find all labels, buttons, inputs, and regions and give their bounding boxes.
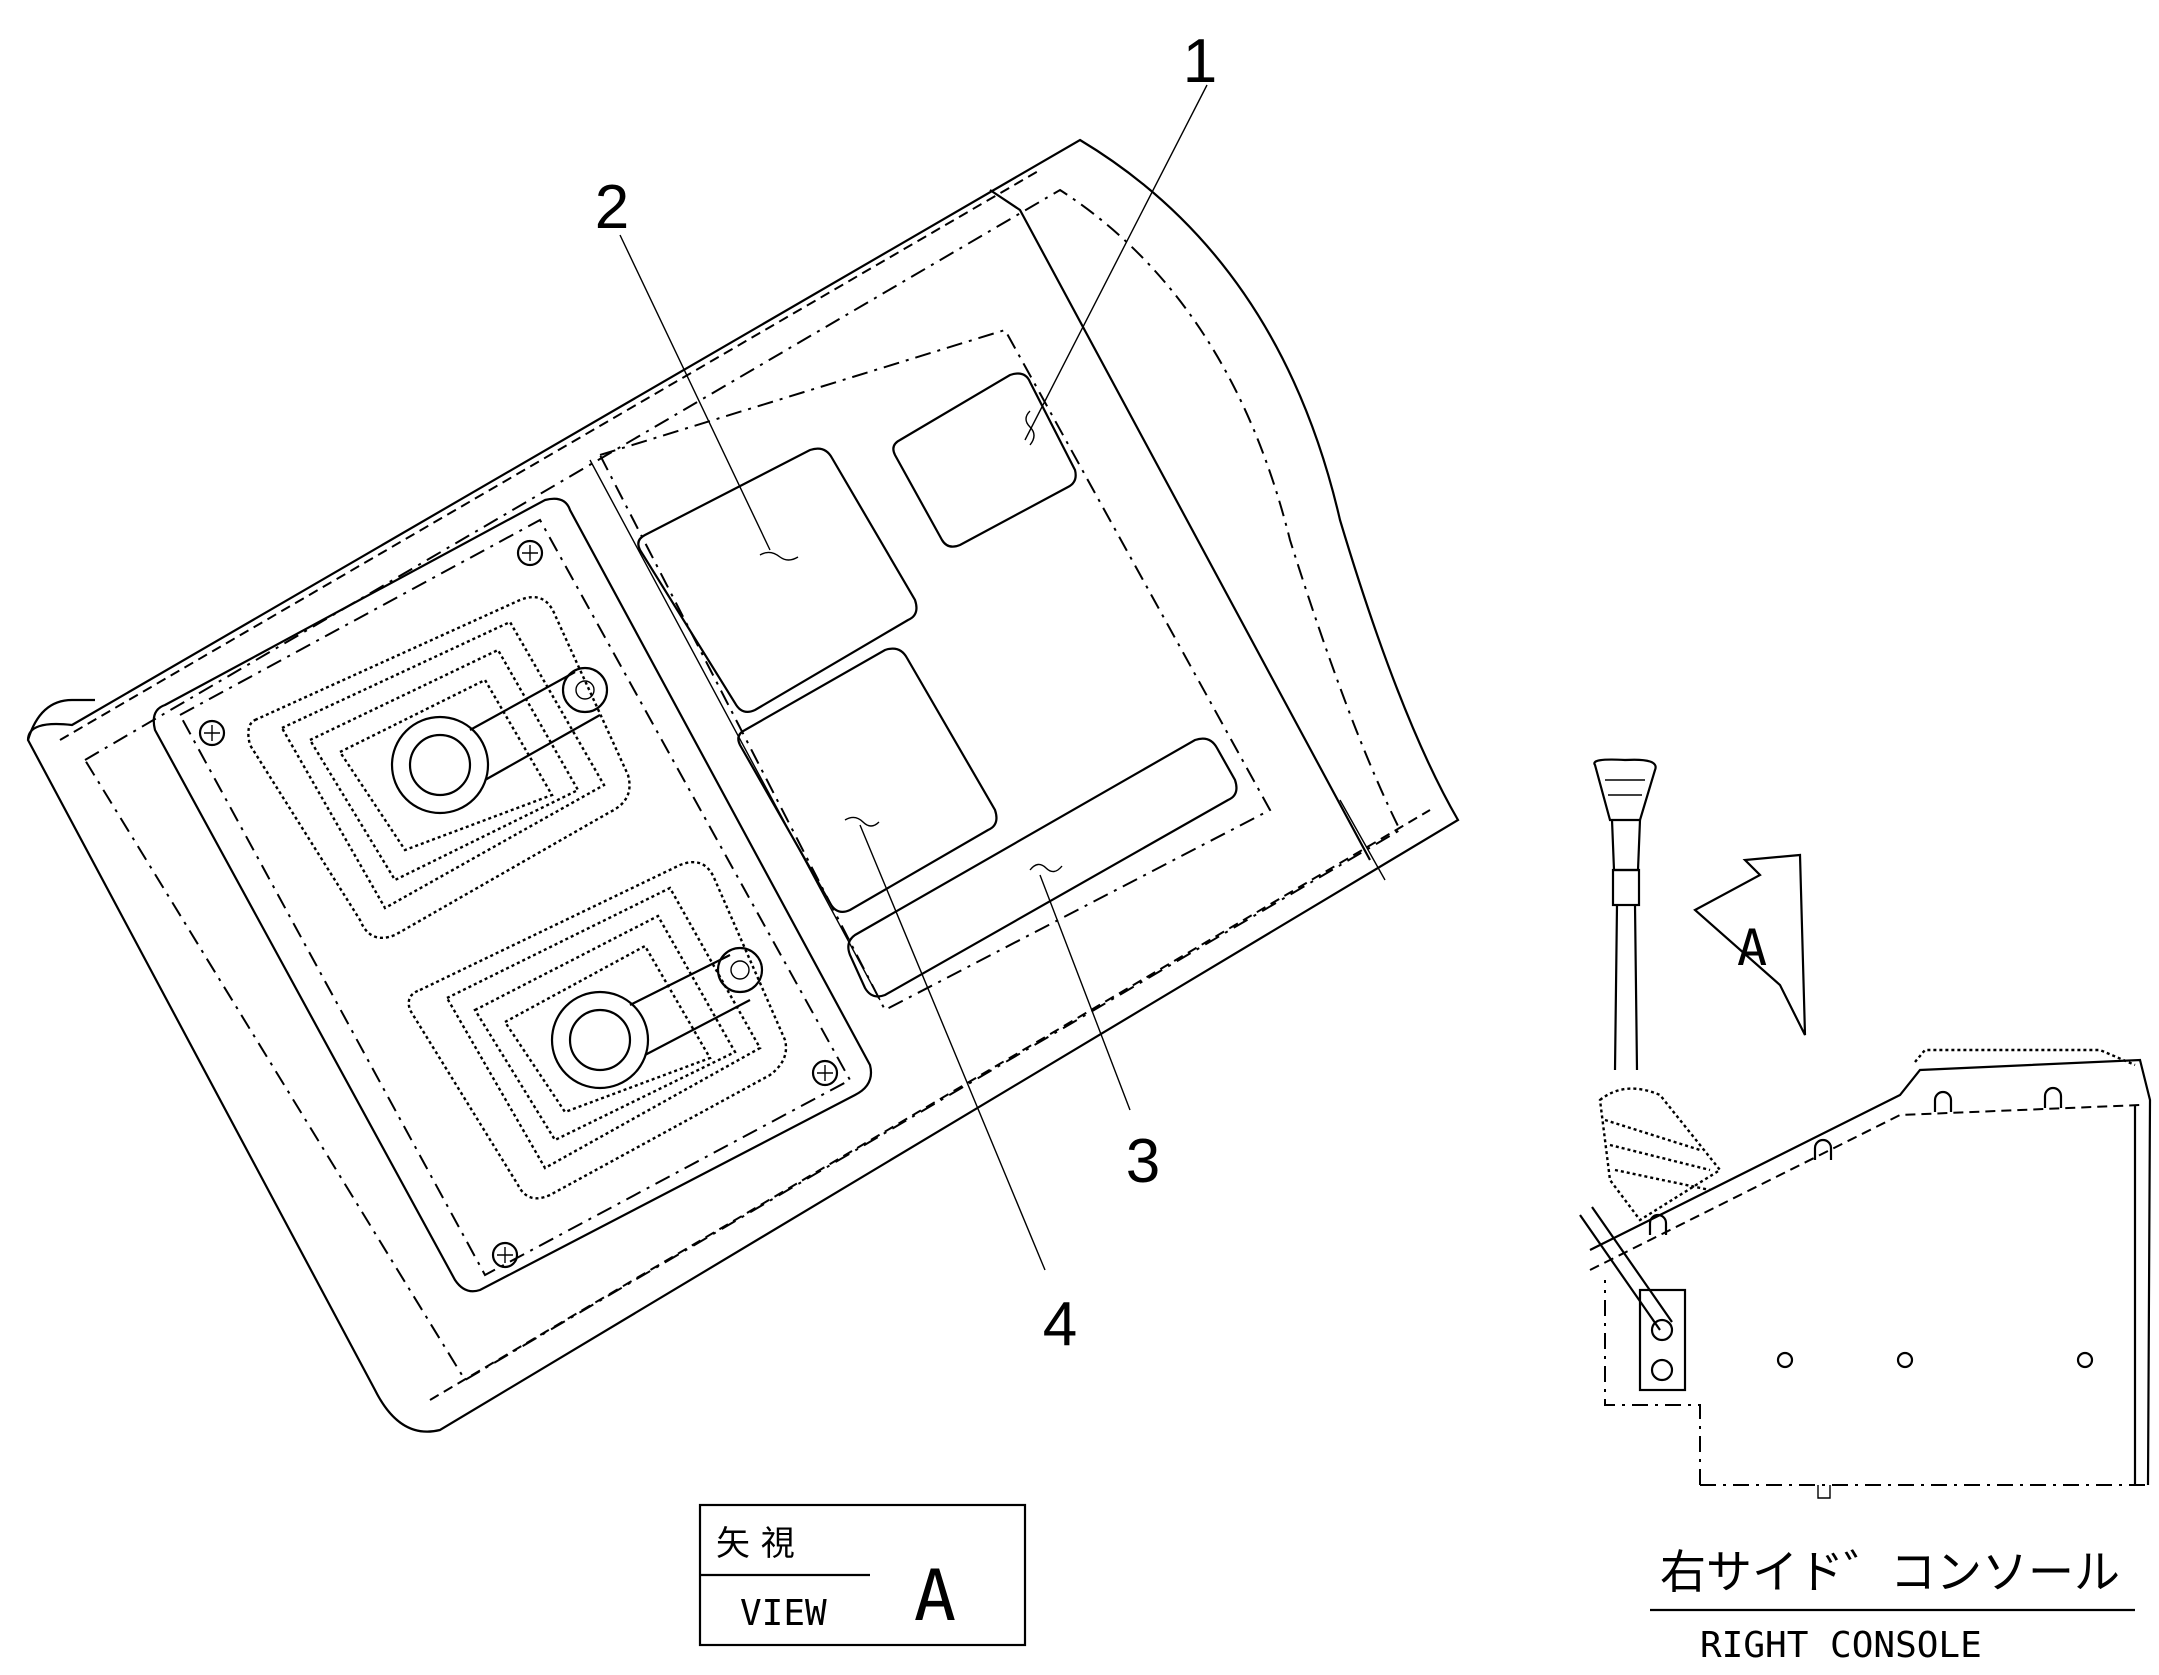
screw-icon	[516, 539, 544, 567]
side-view-title-jp: 右サイド゛コンソール	[1660, 1545, 2120, 1599]
callout-2: 2	[595, 173, 629, 242]
decal-4	[737, 647, 998, 913]
callout-4: 4	[1043, 1290, 1077, 1359]
view-a-label-box: 矢 視 VIEW A	[698, 1503, 1027, 1647]
screw-icon	[491, 1241, 519, 1269]
decal-1	[892, 372, 1077, 548]
callout-3: 3	[1126, 1127, 1160, 1196]
decal-2	[637, 447, 918, 713]
upper-joystick	[247, 595, 631, 940]
view-label-letter: A	[914, 1555, 956, 1637]
leader-line-2	[619, 234, 771, 551]
screw-icon	[811, 1059, 839, 1087]
view-arrow-letter: A	[1737, 919, 1767, 977]
right-console-side-view: A 右サイド゛コンソール RIGHT CONSOLE	[1579, 758, 2152, 1666]
lower-joystick	[407, 860, 788, 1200]
leader-line-4	[859, 824, 1046, 1271]
leader-line-1	[1024, 84, 1208, 441]
decal-3	[847, 737, 1238, 998]
console-plan-view: 1 2 3 4	[26, 27, 1460, 1433]
side-view-title-en: RIGHT CONSOLE	[1700, 1625, 1982, 1666]
leader-line-3	[1039, 874, 1131, 1111]
view-label-jp: 矢 視	[716, 1524, 795, 1564]
callout-1: 1	[1183, 27, 1217, 96]
screw-icon	[198, 719, 226, 747]
view-label-en: VIEW	[740, 1593, 827, 1634]
view-arrow-a: A	[1693, 853, 1807, 1036]
